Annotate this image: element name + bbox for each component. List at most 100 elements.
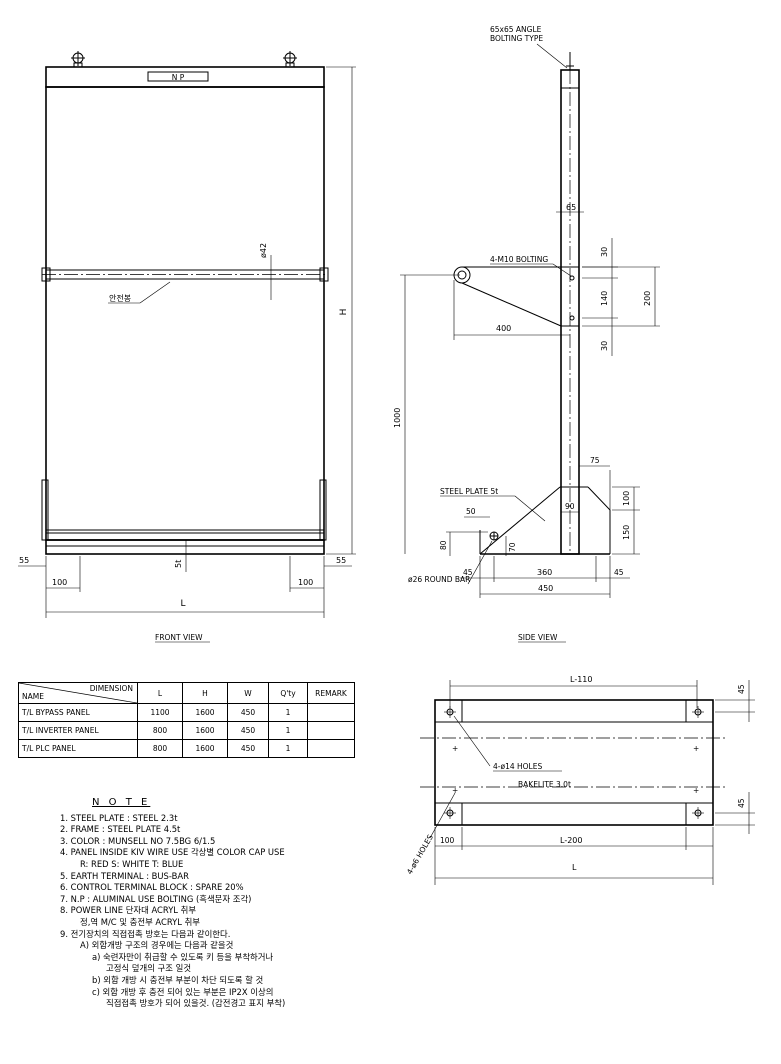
row-name: T/L INVERTER PANEL xyxy=(18,721,138,740)
row-qty: 1 xyxy=(268,703,308,722)
row-remark xyxy=(307,721,355,740)
row-l: 1100 xyxy=(137,703,183,722)
table-header-row: NAME DIMENSION L H W Q'ty REMARK xyxy=(18,682,355,704)
side-view-caption: SIDE VIEW xyxy=(518,633,558,642)
bakelite-label: BAKELITE 3.0t xyxy=(518,780,571,789)
dim-l-plan: L xyxy=(572,863,577,872)
note-line: R: RED S: WHITE T: BLUE xyxy=(80,858,184,869)
dim-l: L xyxy=(180,599,185,609)
steel-plate-label: STEEL PLATE 5t xyxy=(440,487,498,496)
header-dimension: DIMENSION xyxy=(89,684,133,693)
row-name: T/L PLC PANEL xyxy=(18,739,138,758)
header-col-l: L xyxy=(137,682,183,704)
eye-bolt-right xyxy=(283,51,297,68)
note-line: 3. COLOR : MUNSELL NO 7.5BG 6/1.5 xyxy=(60,835,216,846)
side-view: 65x65 ANGLE BOLTING TYPE 65 4-M10 BOLTIN… xyxy=(393,25,660,643)
row-w: 450 xyxy=(227,721,269,740)
dim-65: 65 xyxy=(566,203,576,212)
dim-30-top: 30 xyxy=(600,247,609,257)
table-row: T/L BYPASS PANEL 1100 1600 450 1 xyxy=(18,703,355,722)
row-l: 800 xyxy=(137,721,183,740)
dim-400: 400 xyxy=(496,324,511,333)
dim-100: 100 xyxy=(622,491,631,506)
note-line: 1. STEEL PLATE : STEEL 2.3t xyxy=(60,812,178,823)
angle-label-1: 65x65 ANGLE xyxy=(490,25,542,34)
plan-frame xyxy=(434,699,714,826)
dim-100-plan: 100 xyxy=(440,836,455,845)
dim-55-left: 55 xyxy=(19,556,29,565)
front-view: N P 안전봉 ø42 H 5t 55 55 xyxy=(18,51,356,643)
row-h: 1600 xyxy=(182,703,228,722)
header-col-qty: Q'ty xyxy=(268,682,308,704)
svg-text:+: + xyxy=(693,786,699,795)
note-line: 6. CONTROL TERMINAL BLOCK : SPARE 20% xyxy=(60,882,244,893)
eye-bolt-left xyxy=(71,51,85,68)
base-channel xyxy=(45,539,325,555)
name-plate-label: N P xyxy=(172,73,185,82)
note-line: 7. N.P : ALUMINAL USE BOLTING (흑색문자 조각) xyxy=(60,893,252,904)
table-row: T/L INVERTER PANEL 800 1600 450 1 xyxy=(18,721,355,740)
angle-label-2: BOLTING TYPE xyxy=(490,34,543,43)
note-line: a) 숙련자만이 취급할 수 있도록 키 등을 부착하거나 xyxy=(92,951,274,962)
spec-table: NAME DIMENSION L H W Q'ty REMARK T/L BYP… xyxy=(18,682,355,758)
panel-body xyxy=(45,86,325,541)
dim-phi42: ø42 xyxy=(259,243,268,258)
panel-roof xyxy=(45,66,325,88)
dim-100-left: 100 xyxy=(52,578,67,587)
dim-45-right: 45 xyxy=(614,568,624,577)
row-qty: 1 xyxy=(268,739,308,758)
header-name-dimension-cell: NAME DIMENSION xyxy=(18,682,138,704)
dim-150: 150 xyxy=(622,525,631,540)
dim-l200: L-200 xyxy=(560,836,582,845)
note-line: 2. FRAME : STEEL PLATE 4.5t xyxy=(60,824,181,835)
plan-view: L-110 + + + + 45 45 4-ø14 HOLES BAKELITE… xyxy=(405,675,755,885)
header-col-w: W xyxy=(227,682,269,704)
front-view-caption: FRONT VIEW xyxy=(155,633,203,642)
header-col-remark: REMARK xyxy=(307,682,355,704)
row-l: 800 xyxy=(137,739,183,758)
holes6-label: 4-ø6 HOLES xyxy=(405,833,435,876)
row-name: T/L BYPASS PANEL xyxy=(18,703,138,722)
note-line: A) 외함개방 구조의 경우에는 다음과 같을것 xyxy=(80,940,234,951)
row-remark xyxy=(307,703,355,722)
dim-70: 70 xyxy=(508,542,517,552)
note-line: 정,역 M/C 및 충전부 ACRYL 취부 xyxy=(80,916,201,927)
row-w: 450 xyxy=(227,739,269,758)
dim-45-bottom: 45 xyxy=(737,798,746,808)
round-bar-label: ø26 ROUND BAR xyxy=(408,575,470,584)
diagonal-line xyxy=(19,683,137,703)
row-remark xyxy=(307,739,355,758)
dim-l110: L-110 xyxy=(570,675,592,684)
dim-80: 80 xyxy=(439,540,448,550)
notes-title: N O T E xyxy=(92,797,151,808)
note-line: 9. 전기장치의 직접접촉 방호는 다음과 같이한다. xyxy=(60,928,231,939)
safety-bar-label: 안전봉 xyxy=(109,293,131,303)
note-line: 고정식 덮개의 구조 일것 xyxy=(106,963,192,974)
svg-text:+: + xyxy=(693,744,699,753)
svg-text:+: + xyxy=(452,786,458,795)
dim-200: 200 xyxy=(643,291,652,306)
dim-140: 140 xyxy=(600,291,609,306)
holes-label: 4-ø14 HOLES xyxy=(493,762,542,771)
svg-text:+: + xyxy=(452,744,458,753)
name-plate xyxy=(147,71,209,82)
dim-45-top: 45 xyxy=(737,684,746,694)
row-h: 1600 xyxy=(182,739,228,758)
dim-360: 360 xyxy=(537,568,552,577)
row-qty: 1 xyxy=(268,721,308,740)
hole-tr xyxy=(692,706,704,718)
dim-1000: 1000 xyxy=(393,408,402,428)
dim-5t: 5t xyxy=(174,560,183,568)
dim-30-bottom: 30 xyxy=(600,341,609,351)
dim-100-right: 100 xyxy=(298,578,313,587)
dim-h: H xyxy=(339,309,349,316)
note-line: 5. EARTH TERMINAL : BUS-BAR xyxy=(60,870,189,881)
dim-75: 75 xyxy=(590,456,600,465)
note-line: 8. POWER LINE 단자대 ACRYL 취부 xyxy=(60,905,197,916)
row-h: 1600 xyxy=(182,721,228,740)
note-line: b) 외함 개방 시 충전부 부분이 차단 되도록 할 것 xyxy=(92,974,264,985)
hole-br xyxy=(692,807,704,819)
hole-bl xyxy=(444,807,456,819)
note-line: c) 외함 개방 후 충전 되어 있는 부분은 IP2X 이상의 xyxy=(92,986,274,997)
